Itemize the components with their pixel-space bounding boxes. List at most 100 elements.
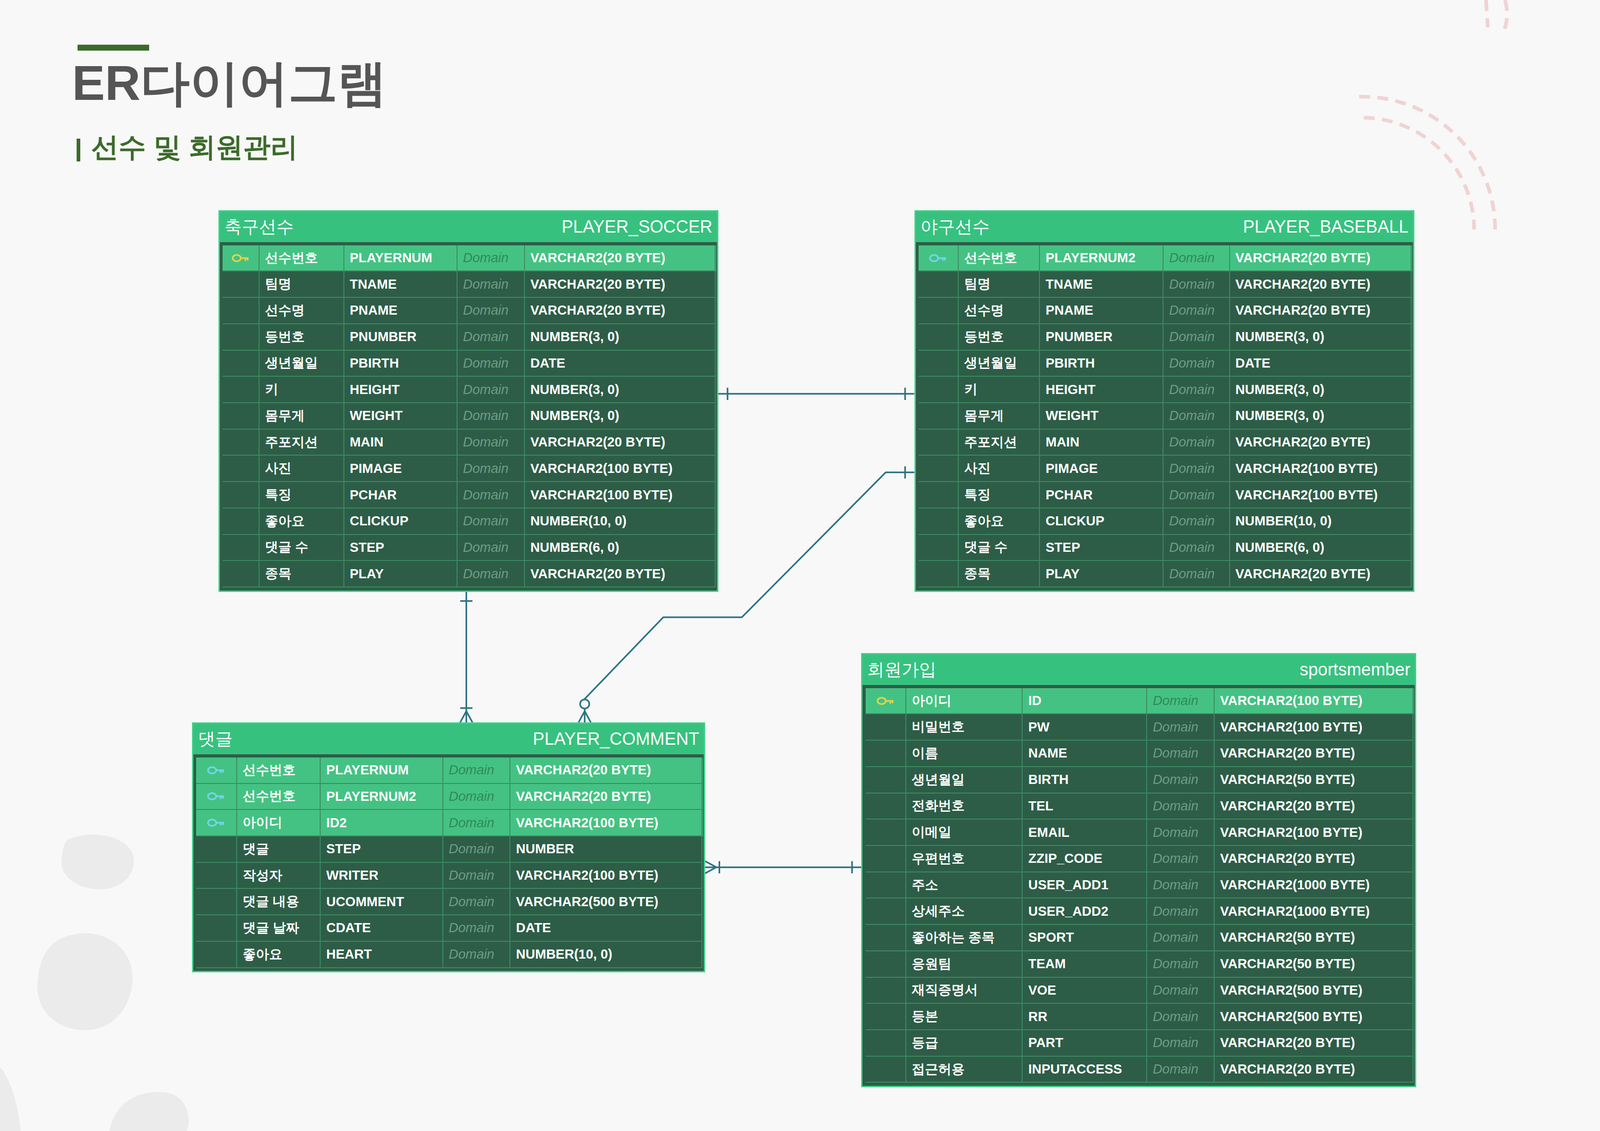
table-cell: NUMBER(3, 0) [524, 403, 716, 430]
key-cell [196, 941, 237, 969]
column-row: 키HEIGHTDomainNUMBER(3, 0) [918, 376, 1412, 404]
column-name-ko: 이름 [911, 744, 939, 763]
column-name-ko: 생년월일 [264, 353, 318, 373]
table-cell: 주포지션 [259, 429, 345, 457]
domain-text: Domain [448, 920, 495, 936]
table-cell: Domain [443, 941, 511, 969]
column-name-en: HEIGHT [1045, 382, 1096, 398]
domain-text: Domain [462, 540, 509, 556]
column-name-en: WEIGHT [1045, 408, 1099, 424]
key-cell [865, 767, 907, 794]
table-cell: VARCHAR2(1000 BYTE) [1214, 872, 1414, 899]
column-row: 응원팀TEAMDomainVARCHAR2(50 BYTE) [865, 951, 1414, 978]
table-cell: VARCHAR2(100 BYTE) [1230, 455, 1412, 483]
key-cell [918, 297, 959, 325]
table-header: 야구선수PLAYER_BASEBALL [915, 211, 1413, 243]
table-name-en: sportsmember [1299, 659, 1411, 680]
table-cell: Domain [1163, 376, 1230, 404]
data-type: NUMBER(6, 0) [530, 540, 620, 556]
column-name-ko: 접근허용 [911, 1060, 965, 1079]
data-type: VARCHAR2(20 BYTE) [1235, 302, 1371, 318]
key-cell [918, 535, 959, 562]
data-type: VARCHAR2(20 BYTE) [1220, 851, 1356, 867]
table-cell: Domain [1163, 429, 1230, 457]
column-name-en: PLAY [349, 566, 385, 582]
table-cell: PLAYERNUM [320, 757, 443, 785]
column-row: 재직증명서VOEDomainVARCHAR2(500 BYTE) [865, 977, 1414, 1005]
table-cell: 사진 [958, 455, 1041, 483]
table-cell: CLICKUP [1039, 508, 1164, 536]
domain-text: Domain [448, 789, 495, 805]
table-name-en: PLAYER_COMMENT [532, 729, 700, 749]
table-cell: VARCHAR2(20 BYTE) [1230, 429, 1412, 457]
column-name-ko: 재직증명서 [911, 981, 978, 1000]
table-cell: VARCHAR2(20 BYTE) [524, 271, 716, 298]
relationship-connector [705, 861, 862, 874]
key-icon [207, 817, 226, 828]
domain-text: Domain [1152, 877, 1199, 893]
domain-text: Domain [462, 434, 509, 450]
column-row: 사진PIMAGEDomainVARCHAR2(100 BYTE) [222, 455, 716, 483]
table-cell: 선수명 [259, 297, 345, 325]
key-cell [865, 846, 907, 873]
column-name-en: BIRTH [1028, 772, 1069, 788]
table-name-ko: 댓글 [197, 727, 233, 751]
table-cell: 좋아요 [259, 508, 345, 536]
data-type: NUMBER(3, 0) [1235, 408, 1325, 424]
key-cell [222, 535, 260, 562]
crows-foot [705, 867, 717, 874]
table-cell: Domain [1163, 403, 1230, 430]
domain-text: Domain [1152, 772, 1199, 788]
table-cell: STEP [1039, 535, 1164, 562]
data-type: VARCHAR2(100 BYTE) [1220, 825, 1363, 841]
table-cell: PIMAGE [1039, 455, 1164, 483]
domain-text: Domain [1152, 1061, 1199, 1077]
domain-text: Domain [462, 566, 509, 582]
column-name-ko: 사진 [964, 459, 991, 478]
column-name-en: RR [1028, 1009, 1048, 1025]
column-name-en: NAME [1028, 745, 1067, 761]
table-cell: VARCHAR2(100 BYTE) [524, 482, 716, 509]
column-name-en: STEP [1045, 540, 1081, 556]
table-cell: VARCHAR2(20 BYTE) [524, 429, 716, 457]
column-name-ko: 좋아하는 종목 [911, 928, 995, 947]
column-row: 등본RRDomainVARCHAR2(500 BYTE) [865, 1003, 1414, 1031]
title-accent-bar [77, 44, 150, 51]
column-name-ko: 종목 [964, 564, 991, 583]
data-type: NUMBER(3, 0) [530, 382, 620, 398]
table-cell: Domain [443, 784, 511, 811]
table-cell: 아이디 [906, 688, 1023, 715]
table-cell: Domain [457, 324, 525, 351]
data-type: VARCHAR2(20 BYTE) [1220, 798, 1356, 814]
key-bow [929, 254, 939, 262]
entity-table: 댓글PLAYER_COMMENT선수번호PLAYERNUMDomainVARCH… [192, 722, 706, 973]
data-type: NUMBER(10, 0) [530, 513, 627, 529]
data-type: NUMBER(10, 0) [515, 946, 613, 962]
data-type: VARCHAR2(100 BYTE) [530, 487, 673, 503]
column-name-en: USER_ADD2 [1028, 903, 1109, 920]
column-name-en: TNAME [349, 276, 397, 292]
table-cell: 좋아요 [237, 941, 321, 969]
key-cell [865, 1003, 907, 1031]
key-icon [207, 765, 226, 776]
table-cell: 키 [259, 376, 345, 404]
column-name-ko: 선수번호 [264, 249, 318, 268]
domain-text: Domain [462, 355, 509, 371]
domain-text: Domain [462, 382, 509, 398]
column-name-ko: 키 [964, 380, 978, 399]
data-type: VARCHAR2(20 BYTE) [530, 276, 666, 292]
column-name-ko: 댓글 내용 [242, 892, 300, 911]
column-name-ko: 선수번호 [242, 787, 296, 806]
table-cell: VARCHAR2(500 BYTE) [1214, 1003, 1414, 1031]
table-cell: ZZIP_CODE [1022, 846, 1148, 873]
crows-foot [578, 711, 585, 723]
table-cell: 종목 [958, 561, 1041, 588]
table-cell: Domain [457, 535, 525, 562]
column-name-ko: 종목 [264, 564, 292, 583]
table-cell: PLAYERNUM2 [1039, 245, 1164, 272]
table-cell: Domain [457, 376, 525, 404]
table-cell: Domain [443, 810, 511, 837]
column-name-ko: 전화번호 [911, 796, 965, 816]
domain-text: Domain [448, 867, 495, 884]
domain-text: Domain [1168, 302, 1215, 318]
